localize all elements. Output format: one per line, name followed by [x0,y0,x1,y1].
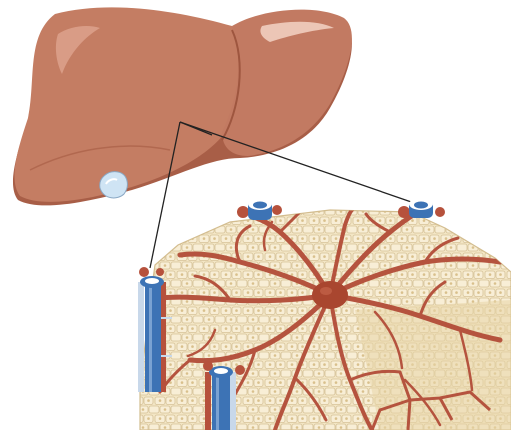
gallbladder [100,172,128,198]
portal-triad-top-right [398,198,445,218]
liver-right-lobe [15,7,243,202]
liver [13,7,352,205]
hepatic-lobule [140,210,511,430]
central-vein [312,281,348,309]
